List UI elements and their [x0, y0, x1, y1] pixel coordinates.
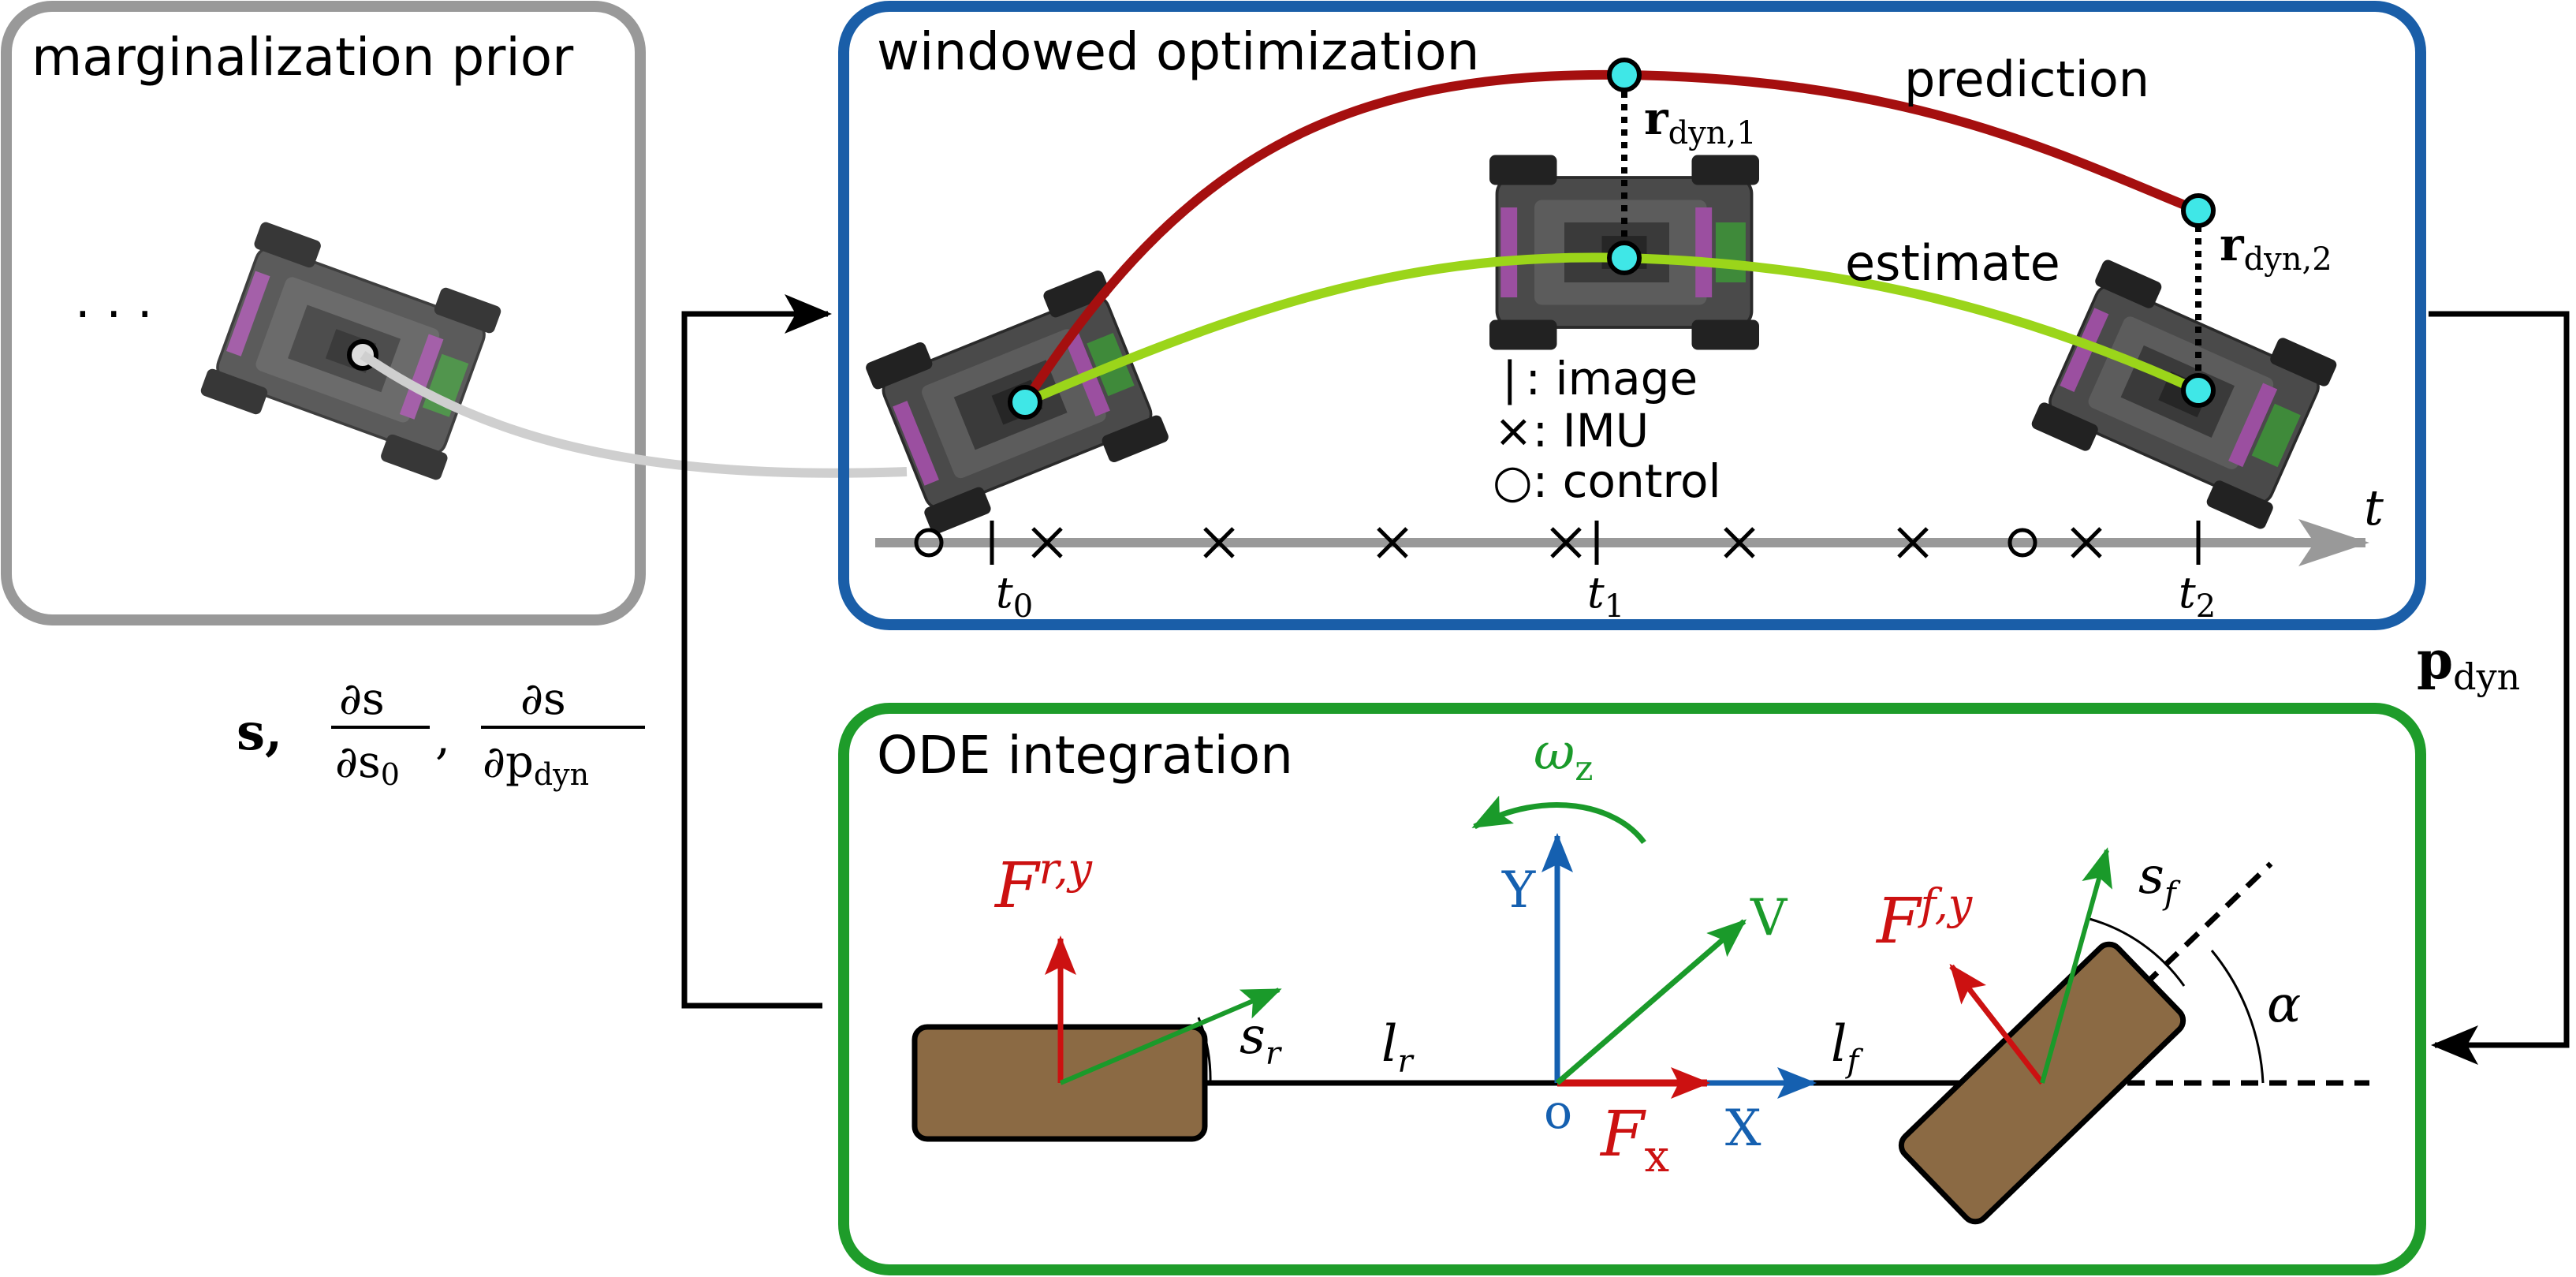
y-axis-label: Y	[1501, 861, 1536, 920]
sensitivity-feedback-arrow	[681, 294, 832, 1009]
control-mark	[2007, 528, 2037, 558]
front-lateral-force-label: Ff,y	[1875, 879, 1974, 958]
time-axis-marks	[914, 521, 2201, 565]
windowed-optimization-box: windowed optimization prediction estimat…	[838, 1, 2426, 630]
longitudinal-force-label: Fx	[1599, 1097, 1669, 1182]
ode-integration-box: ODE integration ωz Y	[838, 703, 2426, 1275]
rear-velocity-vector	[1059, 988, 1282, 1085]
yaw-rate-arrow	[1471, 795, 1646, 845]
sensitivity-label: s, ∂s ∂s0 , ∂s ∂pdyn	[237, 674, 645, 792]
residual-2-label: rdyn,2	[2220, 218, 2332, 278]
frac-comma: ,	[435, 710, 450, 765]
parameter-forward-arrow	[2429, 311, 2570, 1065]
control-mark	[914, 528, 944, 558]
front-slip-arc	[2089, 917, 2186, 987]
x-axis-label: X	[1725, 1100, 1761, 1158]
prediction-label: prediction	[1904, 50, 2149, 108]
front-length-label: lf	[1831, 1015, 1863, 1080]
marginalization-prior-title: marginalization prior	[32, 27, 574, 88]
estimate-label: estimate	[1845, 234, 2060, 292]
imu-marks	[1031, 527, 2102, 558]
velocity-vector	[1555, 919, 1747, 1085]
legend-image: |: image	[1502, 352, 1698, 405]
prior-link-curve	[360, 351, 908, 478]
front-slip-label: sf	[2138, 847, 2181, 912]
legend-imu: ×: IMU	[1494, 404, 1649, 457]
frac1-numerator: ∂s	[339, 674, 385, 725]
node-est-t1	[1607, 241, 1642, 275]
origin-label: o	[1544, 1085, 1572, 1140]
node-est-t2	[2181, 373, 2216, 408]
time-axis-label: t	[2364, 479, 2384, 536]
ellipsis: · · ·	[75, 286, 153, 343]
steering-angle-label: α	[2267, 976, 2301, 1034]
marginalization-prior-box: marginalization prior · · ·	[1, 1, 646, 625]
yaw-rate-label: ωz	[1534, 723, 1593, 789]
frac2-denominator: ∂pdyn	[483, 737, 589, 792]
front-lateral-force-vector	[1949, 963, 2045, 1085]
rear-slip-label: sr	[1240, 1007, 1283, 1072]
frac2-numerator: ∂s	[520, 674, 566, 725]
alpha-arc	[2210, 950, 2265, 1084]
p-dyn-label: pdyn	[2417, 629, 2520, 698]
tick-label-t1: t1	[1587, 568, 1624, 625]
windowed-optimization-title: windowed optimization	[877, 21, 1480, 82]
node-pred-t1	[1607, 58, 1642, 92]
residual-1-label: rdyn,1	[1644, 91, 1757, 151]
measurement-legend: |: image ×: IMU ○: control	[1493, 352, 1721, 508]
velocity-label: V	[1750, 889, 1788, 947]
tick-label-t2: t2	[2179, 568, 2216, 625]
node-t0	[1008, 385, 1042, 420]
rear-length-label: lr	[1381, 1015, 1415, 1080]
frac1-denominator: ∂s0	[335, 737, 400, 792]
rear-lateral-force-label: Fr,y	[993, 844, 1094, 922]
wheel-heading-dashed-line	[2040, 861, 2273, 1085]
node-pred-t2	[2181, 193, 2216, 228]
ode-integration-title: ODE integration	[877, 725, 1293, 786]
front-velocity-vector	[2040, 847, 2112, 1084]
legend-control: ○: control	[1493, 454, 1721, 508]
state-symbol: s,	[237, 703, 282, 762]
tick-label-t0: t0	[996, 568, 1033, 625]
